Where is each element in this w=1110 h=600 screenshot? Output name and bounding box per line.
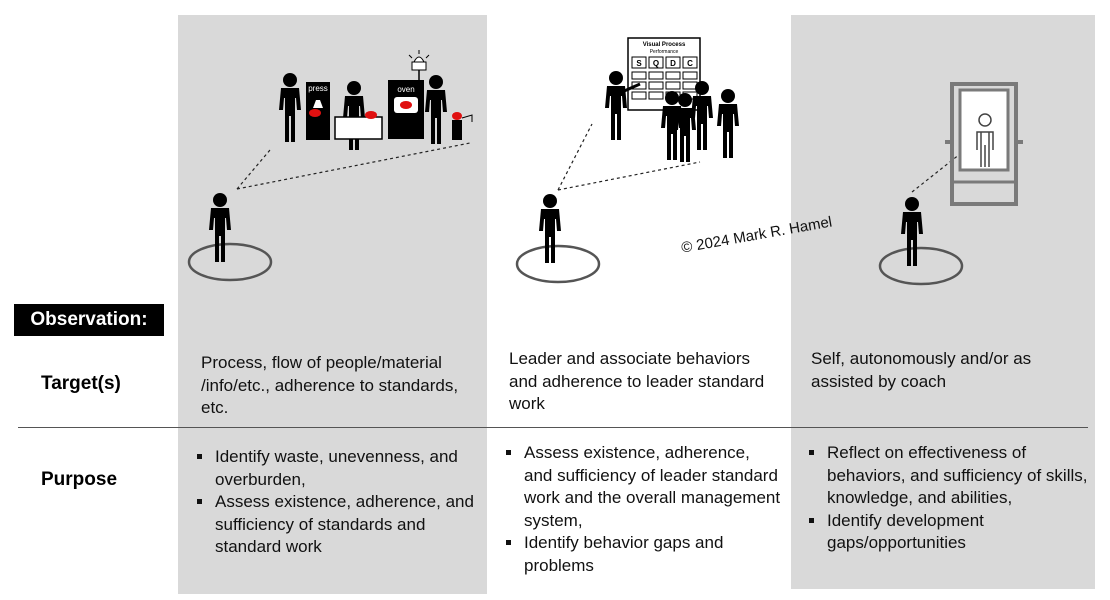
purpose-item: Assess existence, adherence, and suffici…	[193, 491, 475, 559]
board-header-c: C	[687, 59, 693, 68]
leader-board-illustration: Visual Process Performance S Q D C	[515, 37, 739, 284]
self-reflection-illustration	[878, 82, 1023, 286]
team-member-icon	[717, 89, 739, 158]
purpose-item: Identify behavior gaps and problems	[502, 532, 782, 577]
observation-badge: Observation:	[14, 304, 164, 336]
observer-person-icon	[539, 194, 561, 263]
column-3-background	[791, 15, 1095, 589]
observer-circle	[515, 244, 601, 284]
targets-row-label: Target(s)	[41, 373, 121, 394]
purpose-item: Identify waste, unevenness, and overburd…	[193, 446, 475, 491]
column-3-purpose-list: Reflect on effectiveness of behaviors, a…	[805, 442, 1090, 555]
observer-circle	[187, 242, 273, 282]
gemba-observation-illustration: press oven	[187, 50, 473, 282]
row-divider	[18, 427, 1088, 428]
observer-circle	[878, 246, 964, 286]
column-2-purpose-list: Assess existence, adherence, and suffici…	[502, 442, 782, 577]
worktable-icon	[334, 116, 383, 140]
purpose-item: Reflect on effectiveness of behaviors, a…	[805, 442, 1090, 510]
column-3-target: Self, autonomously and/or as assisted by…	[811, 349, 1032, 391]
oven-label: oven	[397, 85, 414, 94]
press-label: press	[308, 84, 328, 93]
mirror-icon	[945, 82, 1023, 206]
andon-light-icon	[408, 50, 430, 80]
illustrations: press oven Visual Process Pe	[187, 37, 1023, 286]
purpose-item: Identify development gaps/opportunities	[805, 510, 1090, 555]
column-2-target: Leader and associate behaviors and adher…	[509, 349, 765, 413]
purpose-row-label: Purpose	[41, 469, 118, 490]
board-header-d: D	[670, 59, 676, 68]
board-header-q: Q	[653, 59, 659, 68]
purpose-item: Assess existence, adherence, and suffici…	[502, 442, 782, 532]
worker-person-icon	[279, 73, 301, 142]
board-title-line-1: Visual Process	[643, 42, 686, 48]
board-title-line-2: Performance	[650, 49, 679, 55]
column-1-target: Process, flow of people/material /info/e…	[201, 353, 459, 417]
column-1-purpose-list: Identify waste, unevenness, and overburd…	[193, 446, 475, 559]
presenter-person-icon	[605, 71, 627, 140]
observer-person-icon	[901, 197, 923, 266]
worker2-person-icon	[425, 75, 447, 144]
board-header-s: S	[636, 59, 642, 68]
observer-person-icon	[209, 193, 231, 262]
station-icon	[452, 120, 462, 140]
